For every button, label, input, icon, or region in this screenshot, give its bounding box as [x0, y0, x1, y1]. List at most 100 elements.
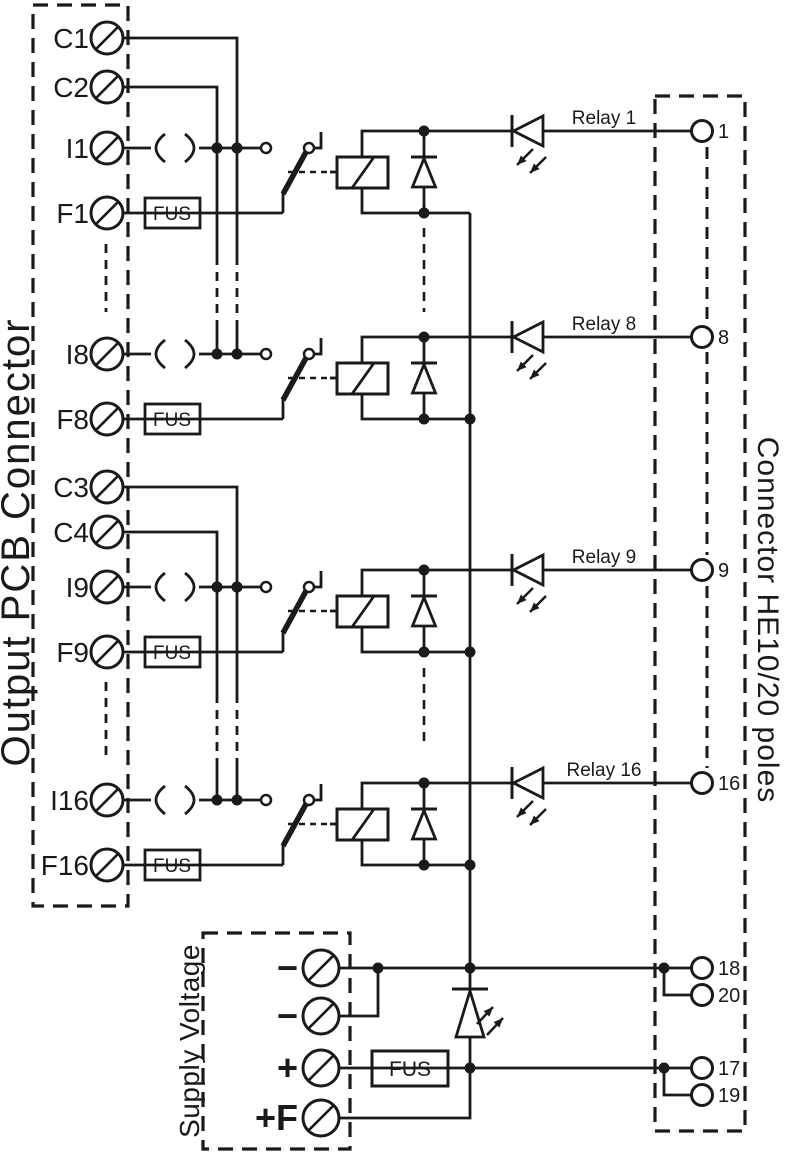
- rail-junction-dot: [464, 859, 476, 871]
- contact-terminal: [314, 338, 323, 356]
- pin-16: [690, 771, 714, 795]
- rail-junction-dot: [464, 646, 476, 658]
- relay-led: [510, 765, 545, 801]
- minus2-branch: [339, 968, 380, 1018]
- pin-number-label: 9: [718, 560, 729, 582]
- fuse-label: FUS: [153, 856, 191, 877]
- flyback-diode: [410, 806, 438, 841]
- moving-contact-tip: [302, 347, 316, 361]
- plug-contact-arc: [184, 571, 196, 603]
- wire: [123, 530, 219, 587]
- terminal-label: F16: [41, 850, 89, 881]
- coil-bottom-wire: [360, 188, 470, 215]
- supply-voltage-label: Supply Voltage: [174, 944, 205, 1138]
- plug-contact-arc: [154, 338, 166, 370]
- pin-number-label: 1: [718, 121, 729, 143]
- supply-terminal-label: −: [277, 995, 298, 1036]
- plus-f-wire: [339, 1068, 472, 1120]
- junction-dot: [231, 348, 243, 360]
- relay-name-label: Relay 8: [572, 314, 636, 335]
- plug-contact-arc: [184, 132, 196, 164]
- arrow-head: [493, 1018, 503, 1028]
- screw-slash: [307, 1002, 335, 1030]
- supply-section: FUS−−++F: [255, 947, 691, 1138]
- he10-connector-label: Connector HE10/20 poles: [751, 437, 784, 804]
- pin-20: [690, 983, 714, 1007]
- terminal-label: I8: [66, 339, 89, 370]
- wire: [123, 36, 239, 148]
- screw-slash: [94, 574, 120, 600]
- continuation-dashes: [104, 147, 709, 768]
- arrow-head: [517, 155, 527, 165]
- junction-dot: [211, 142, 223, 154]
- arrow-head: [530, 163, 540, 173]
- screw-slash: [307, 954, 335, 982]
- rail-junction-dot: [464, 413, 476, 425]
- pin-number-label: 16: [718, 773, 740, 795]
- screw-slash: [94, 852, 120, 878]
- flyback-diode: [410, 593, 438, 628]
- pin-number-label: 20: [718, 985, 740, 1007]
- output-pcb-connector-label: Output PCB Connector: [0, 317, 38, 766]
- contact-blade: [280, 589, 309, 635]
- pin-8: [690, 325, 714, 349]
- wire: [123, 485, 239, 587]
- junction-dot: [464, 1062, 476, 1074]
- power-led: [454, 986, 486, 1039]
- junction-dot: [418, 331, 430, 343]
- junction-dot: [372, 962, 384, 974]
- screw-slash: [307, 1054, 335, 1082]
- side-labels: Output PCB Connector Connector HE10/20 po…: [0, 317, 784, 1137]
- coil-bottom-wire: [360, 840, 470, 867]
- fixed-contact: [259, 793, 273, 807]
- coil-top-wire: [360, 568, 512, 596]
- screw-slash: [94, 200, 120, 226]
- junction-dot: [418, 207, 430, 219]
- junction-dot: [418, 777, 430, 789]
- terminal-label: F9: [56, 637, 89, 668]
- plug-contact-arc: [184, 338, 196, 370]
- contact-blade: [280, 802, 309, 848]
- screw-slash: [94, 639, 120, 665]
- contact-blade: [280, 150, 309, 196]
- fuse-label: FUS: [153, 204, 191, 225]
- screw-slash: [307, 1104, 335, 1132]
- terminal-label: C2: [53, 72, 89, 103]
- relay-led: [510, 319, 545, 355]
- pin-1: [690, 119, 714, 143]
- junction-dot: [211, 348, 223, 360]
- supply-terminal-label: +: [277, 1047, 298, 1088]
- supply-voltage-box: [201, 931, 352, 1151]
- junction-dot: [418, 859, 430, 871]
- relay-led: [510, 113, 545, 149]
- coil-diagonal: [350, 808, 376, 841]
- pin-number-label: 17: [718, 1058, 740, 1080]
- pin-17: [690, 1056, 714, 1080]
- junction-dot: [231, 142, 243, 154]
- screw-slash: [94, 25, 120, 51]
- coil-diagonal: [350, 595, 376, 628]
- supply-terminal-label: −: [277, 947, 298, 988]
- junction-dot: [418, 413, 430, 425]
- terminal-label: C3: [53, 472, 89, 503]
- terminal-label: I16: [50, 785, 89, 816]
- fuse-label: FUS: [153, 643, 191, 664]
- relay-led: [510, 552, 545, 588]
- pin-20-branch: [662, 968, 691, 997]
- terminal-label: F1: [56, 198, 89, 229]
- fuse-label: FUS: [389, 1058, 431, 1081]
- pin-9: [690, 558, 714, 582]
- terminal-label: C1: [53, 23, 89, 54]
- coil-bottom-wire: [360, 394, 470, 421]
- moving-contact-tip: [302, 580, 316, 594]
- pin-number-label: 18: [718, 958, 740, 980]
- arrow-head: [517, 807, 527, 817]
- screw-slash: [94, 135, 120, 161]
- terminal-label: C4: [53, 517, 89, 548]
- junction-dot: [211, 581, 223, 593]
